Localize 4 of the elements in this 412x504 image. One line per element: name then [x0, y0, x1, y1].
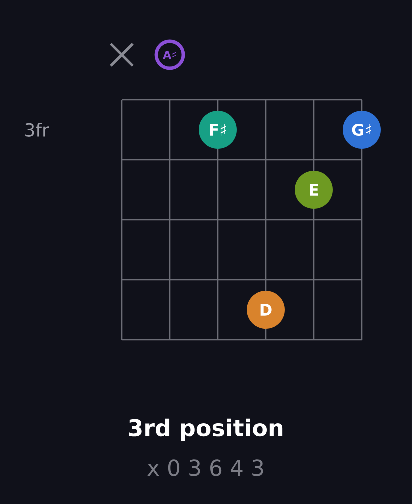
fret-number: 3fr [26, 123, 50, 137]
fingering-text: x 0 3 6 4 3 [148, 460, 264, 476]
note-ring: A♯ [154, 40, 186, 70]
chord-title: 3rd position [129, 418, 283, 442]
